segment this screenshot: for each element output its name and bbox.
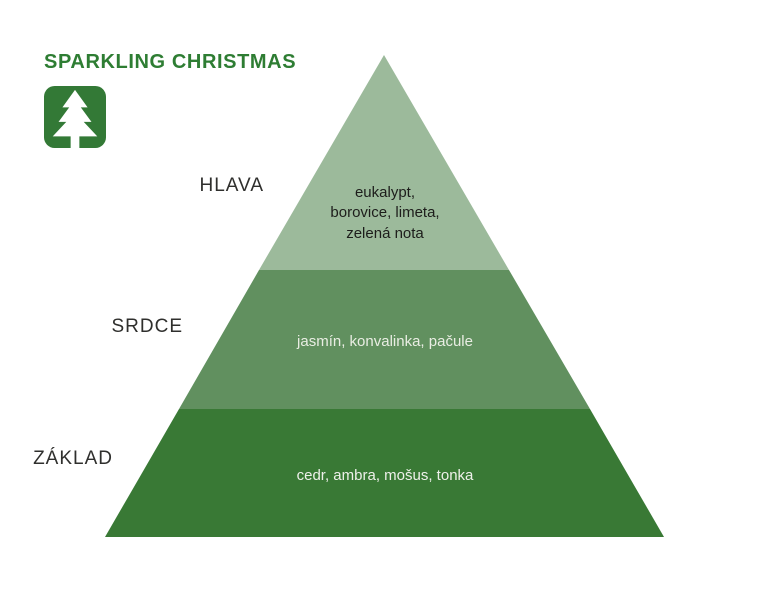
pine-tree-icon: [44, 86, 106, 148]
page-title: SPARKLING CHRISTMAS: [44, 51, 297, 73]
pyramid-middle-section: [179, 270, 590, 409]
top-notes: eukalypt, borovice, limeta, zelená nota: [265, 183, 505, 244]
pyramid-base-section: [105, 409, 664, 537]
middle-notes-line-1: jasmín, konvalinka, pačule: [297, 333, 473, 350]
base-notes: cedr, ambra, mošus, tonka: [215, 466, 555, 486]
middle-notes: jasmín, konvalinka, pačule: [235, 332, 535, 352]
top-notes-line-2: borovice, limeta,: [330, 204, 440, 222]
pine-tree-icon-svg: [44, 86, 106, 148]
pine-tree-silhouette: [52, 89, 98, 148]
top-notes-line-1: eukalypt,: [354, 184, 416, 201]
level-label-hlava: HLAVA: [199, 175, 264, 196]
level-label-zaklad: ZÁKLAD: [33, 448, 113, 469]
top-notes-line-3: zelená nota: [346, 224, 424, 242]
base-notes-line-1: cedr, ambra, mošus, tonka: [296, 467, 474, 484]
level-label-srdce: SRDCE: [111, 316, 183, 337]
pyramid-top-section: [259, 55, 509, 270]
